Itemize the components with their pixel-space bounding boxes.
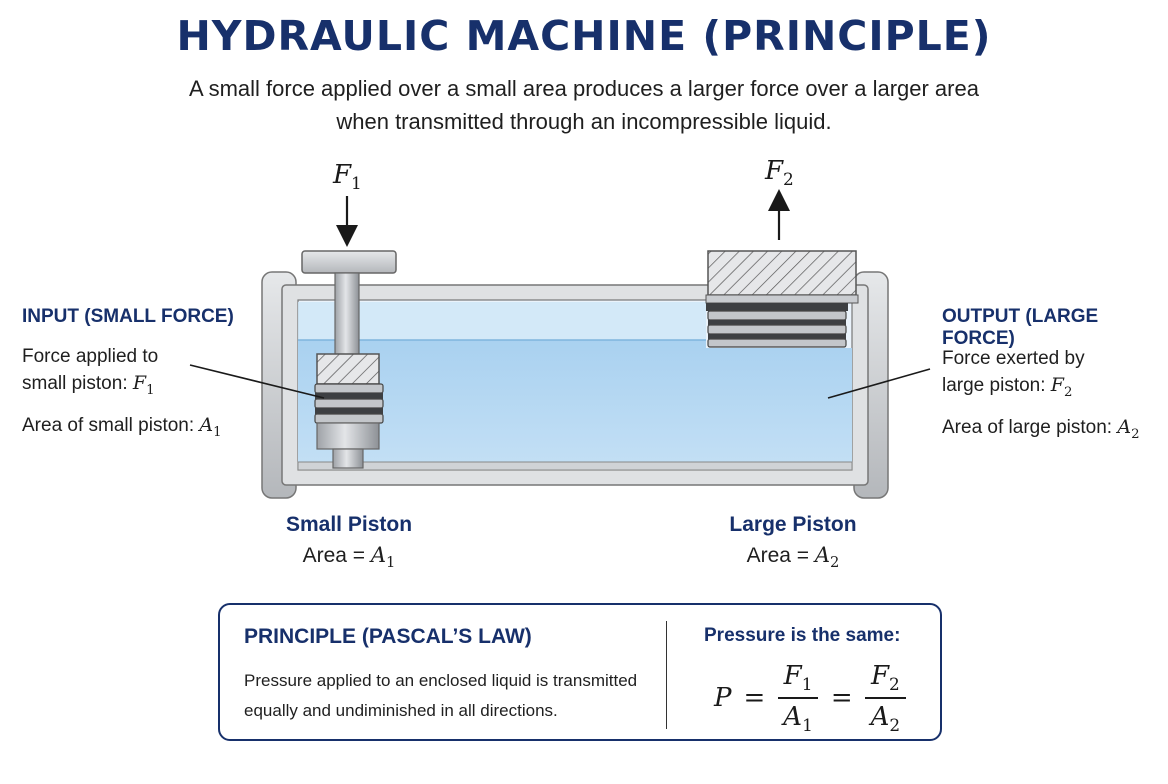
large-piston-label: Large Piston Area = A2 xyxy=(673,513,913,571)
subtitle-line-1: A small force applied over a small area … xyxy=(189,76,979,101)
input-leader-line xyxy=(189,364,325,399)
large-piston-head xyxy=(707,250,857,296)
input-line-3: Area of small piston: A1 xyxy=(22,413,222,440)
output-line-1: Force exerted by xyxy=(942,348,1085,369)
output-description: Force exerted by large piston: F2 Area o… xyxy=(942,345,1140,448)
output-leader-line xyxy=(827,368,931,399)
formula-fraction-2: F2 A2 xyxy=(864,661,907,735)
small-piston-area: Area = A1 xyxy=(302,543,396,572)
principle-text: Pressure applied to an enclosed liquid i… xyxy=(244,671,638,720)
small-piston-name: Small Piston xyxy=(285,513,413,536)
large-piston-area: Area = A2 xyxy=(746,543,840,572)
principle-divider xyxy=(666,621,667,729)
liquid-upper-left xyxy=(298,302,706,340)
output-line-2: large piston: F2 xyxy=(942,374,1073,400)
input-heading: INPUT (SMALL FORCE) xyxy=(22,306,234,327)
formula-equals-1: = xyxy=(743,683,766,714)
liquid xyxy=(298,340,852,470)
small-piston-rod xyxy=(334,272,360,356)
formula-equals-2: = xyxy=(830,683,853,714)
small-piston xyxy=(301,250,397,469)
force-label-f2: F2 xyxy=(765,156,794,190)
small-piston-handle xyxy=(301,250,397,274)
small-piston-head xyxy=(316,353,380,385)
principle-heading: PRINCIPLE (PASCAL’S LAW) xyxy=(244,625,532,648)
large-piston-name: Large Piston xyxy=(729,513,857,536)
small-piston-base xyxy=(316,422,380,450)
subtitle-line-2: when transmitted through an incompressib… xyxy=(336,109,832,134)
input-line-2: small piston: F1 xyxy=(22,372,155,398)
equation-heading: Pressure is the same: xyxy=(704,625,901,646)
page-subtitle: A small force applied over a small area … xyxy=(0,72,1168,138)
large-piston xyxy=(705,250,859,348)
page-title: HYDRAULIC MACHINE (PRINCIPLE) xyxy=(176,12,992,60)
force-label-f1: F1 xyxy=(333,160,362,194)
formula-pressure: P xyxy=(714,683,732,714)
formula-fraction-1: F1 A1 xyxy=(777,661,819,735)
output-heading: OUTPUT (LARGE FORCE) xyxy=(942,306,1099,349)
container-bottom-rim xyxy=(297,461,853,471)
principle-box: PRINCIPLE (PASCAL’S LAW) Pressure applie… xyxy=(218,603,942,741)
pascal-formula: P = F1 A1 = F2 A2 xyxy=(714,661,906,735)
input-description: Force applied to small piston: F1 Area o… xyxy=(22,343,222,446)
output-line-3: Area of large piston: A2 xyxy=(942,415,1140,442)
input-line-1: Force applied to xyxy=(22,346,159,367)
small-piston-label: Small Piston Area = A1 xyxy=(229,513,469,571)
